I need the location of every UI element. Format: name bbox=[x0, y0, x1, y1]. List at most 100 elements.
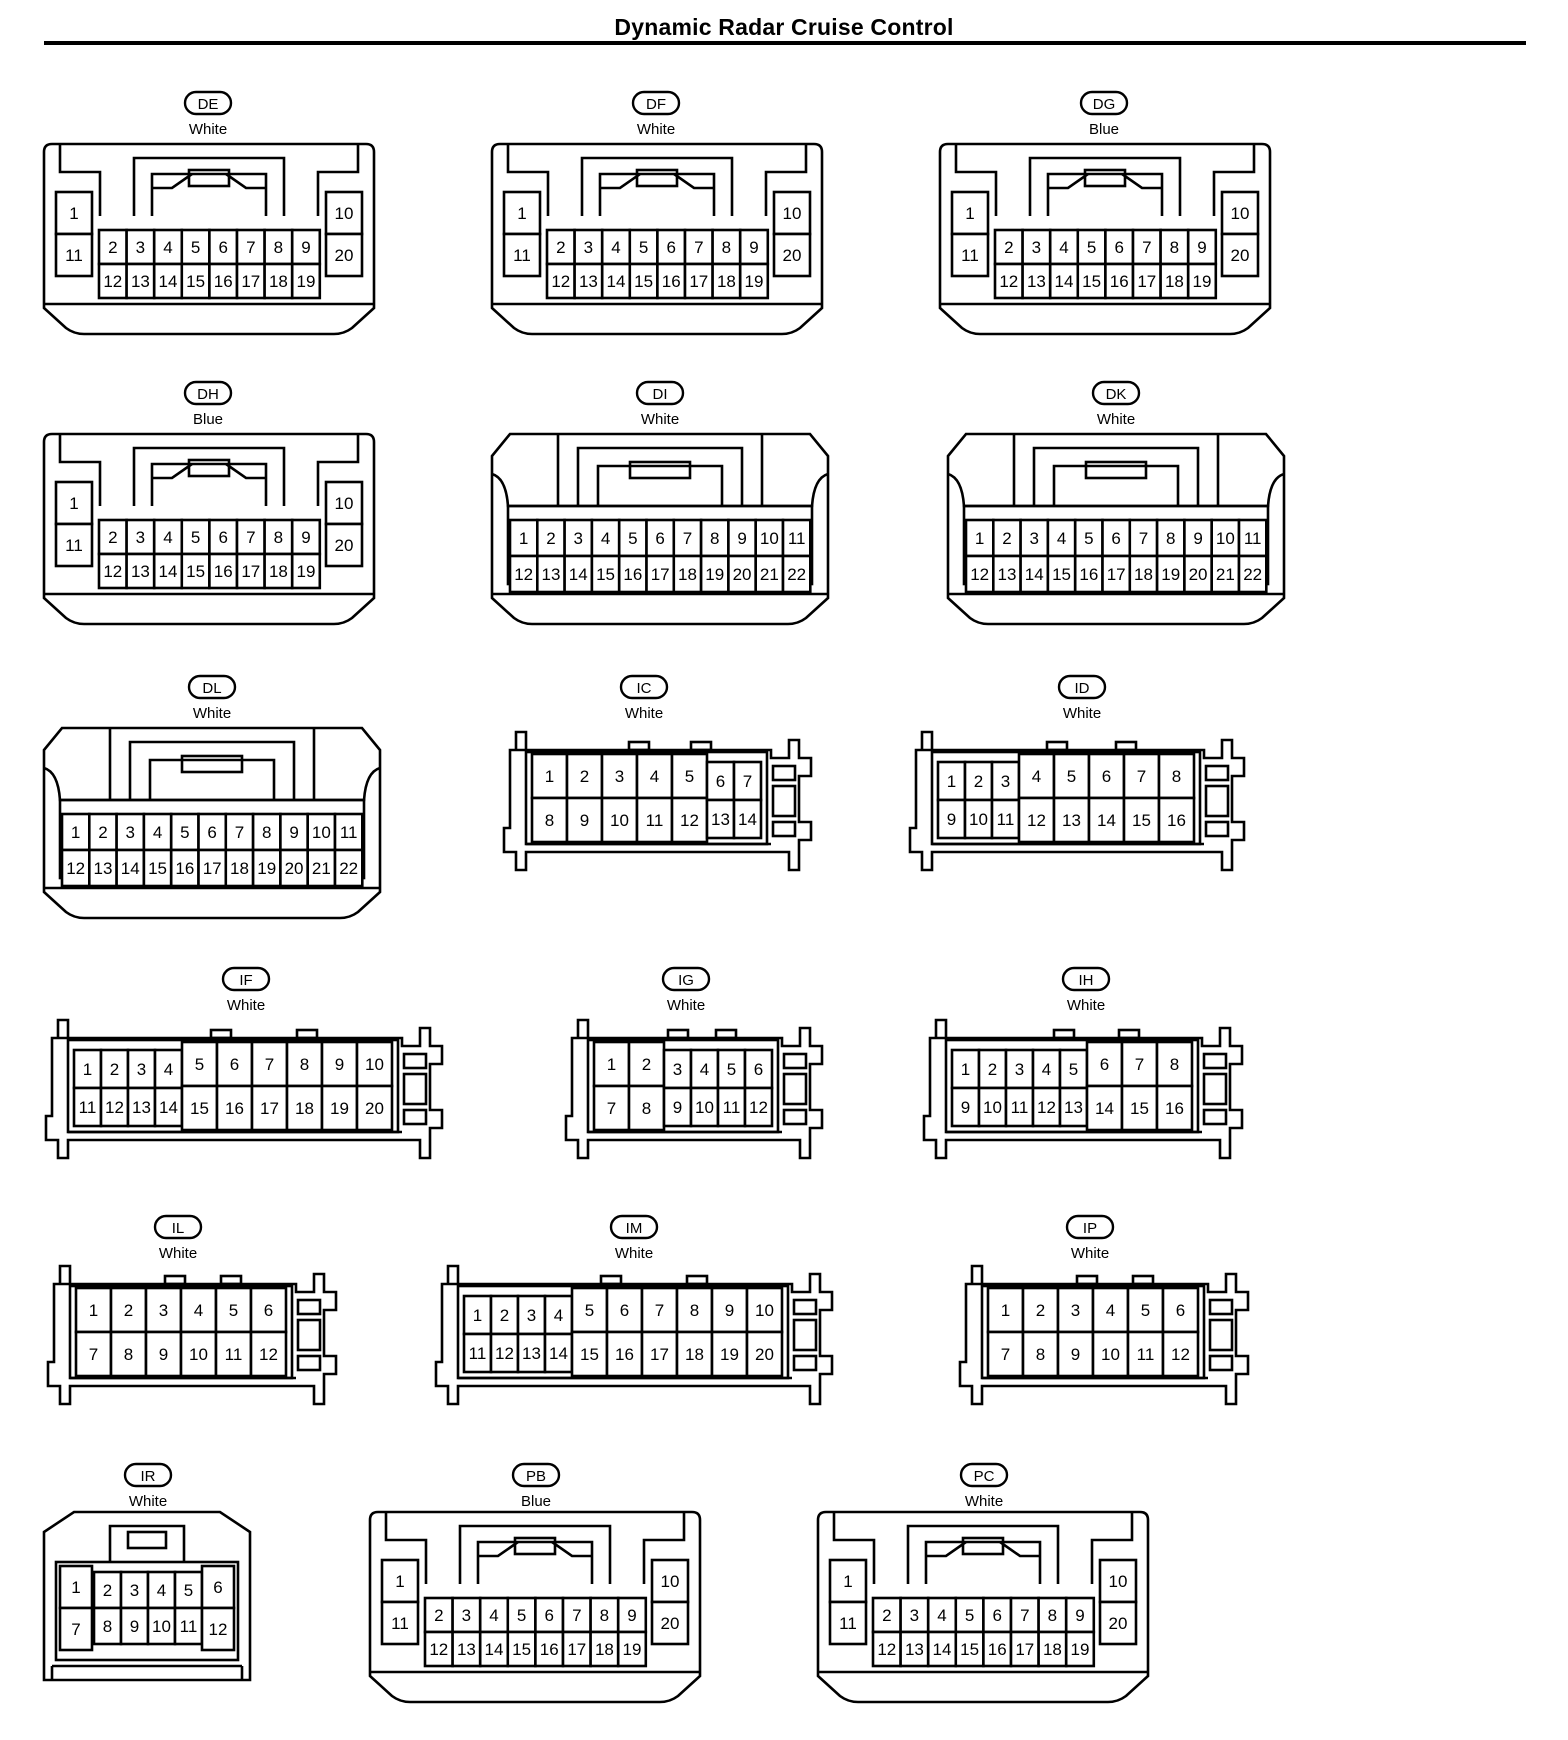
pin-number: 12 bbox=[105, 1098, 124, 1117]
housing-guide bbox=[556, 434, 764, 506]
pin-cavity bbox=[478, 1596, 510, 1634]
pin-cavity bbox=[982, 1630, 1013, 1668]
pin-number: 6 bbox=[716, 772, 725, 791]
pin-number: 8 bbox=[1036, 1345, 1045, 1364]
pin-number: 13 bbox=[1027, 272, 1046, 291]
pin-number: 1 bbox=[961, 1060, 970, 1079]
pin-number: 5 bbox=[1084, 529, 1093, 548]
connector-color: White bbox=[641, 411, 679, 428]
pin-cavity bbox=[986, 1330, 1025, 1378]
lock-tab bbox=[126, 1530, 168, 1550]
pin-cavity bbox=[990, 760, 1021, 802]
connector-color: White bbox=[615, 1245, 653, 1262]
housing-tab bbox=[934, 1018, 948, 1038]
pin-number: 6 bbox=[264, 1301, 273, 1320]
pin-number: 9 bbox=[130, 1617, 139, 1636]
pin-block bbox=[980, 1284, 1206, 1380]
pin-number: 11 bbox=[839, 1614, 857, 1633]
pin-number: 1 bbox=[843, 1572, 852, 1591]
pin-number: 10 bbox=[152, 1617, 171, 1636]
pin-number: 19 bbox=[1161, 565, 1180, 584]
pin-number: 4 bbox=[650, 767, 659, 786]
connector-code-badge bbox=[1091, 380, 1141, 406]
pin-cavity bbox=[1021, 1330, 1060, 1378]
lock-tab bbox=[1052, 1028, 1076, 1040]
pin-number: 20 bbox=[335, 246, 354, 265]
pin-number: 12 bbox=[1171, 1345, 1190, 1364]
lock-guide bbox=[58, 434, 102, 506]
pin-block bbox=[456, 1284, 790, 1380]
pin-number: 7 bbox=[1137, 767, 1146, 786]
pin-number: 14 bbox=[121, 859, 140, 878]
latch-frame bbox=[1046, 172, 1164, 216]
pin-number: 19 bbox=[330, 1099, 349, 1118]
pin-number: 5 bbox=[639, 238, 648, 257]
lock-tab bbox=[295, 1028, 319, 1040]
pin-number: 15 bbox=[634, 272, 653, 291]
pin-number: 6 bbox=[655, 529, 664, 548]
lock-tab bbox=[714, 1028, 738, 1040]
pin-number: 11 bbox=[79, 1098, 97, 1117]
pin-cavity bbox=[1004, 1086, 1035, 1128]
pin-number: 17 bbox=[1107, 565, 1126, 584]
pin-number: 22 bbox=[1243, 565, 1262, 584]
connector-color: White bbox=[129, 1493, 167, 1510]
pin-number: 4 bbox=[194, 1301, 203, 1320]
latch-frame bbox=[1032, 446, 1200, 506]
pin-number: 3 bbox=[126, 823, 135, 842]
pin-number: 17 bbox=[650, 1345, 669, 1364]
pin-cavity bbox=[772, 190, 812, 236]
pin-number: 9 bbox=[289, 823, 298, 842]
pin-cavity bbox=[1126, 1286, 1165, 1334]
pin-number: 20 bbox=[661, 1614, 680, 1633]
pin-cavity bbox=[250, 1040, 289, 1088]
pin-number: 14 bbox=[159, 1098, 178, 1117]
pin-cavity bbox=[1131, 262, 1162, 300]
connector-code: DE bbox=[198, 96, 219, 113]
pin-number: 3 bbox=[615, 767, 624, 786]
pin-number: 8 bbox=[600, 1606, 609, 1625]
pin-number: 17 bbox=[1137, 272, 1156, 291]
pin-number: 4 bbox=[1059, 238, 1068, 257]
pin-number: 12 bbox=[209, 1620, 228, 1639]
pin-number: 1 bbox=[517, 204, 526, 223]
pin-number: 6 bbox=[1176, 1301, 1185, 1320]
pin-cavity bbox=[320, 1084, 359, 1132]
pin-cavity bbox=[743, 1086, 774, 1128]
housing-guide bbox=[108, 728, 316, 800]
side-slot bbox=[402, 1072, 428, 1106]
pin-number: 1 bbox=[69, 204, 78, 223]
pin-number: 14 bbox=[738, 810, 757, 829]
pin-number: 1 bbox=[545, 767, 554, 786]
pin-cavity bbox=[675, 1330, 714, 1378]
pin-cavity bbox=[1073, 554, 1104, 594]
connector-color: White bbox=[1063, 705, 1101, 722]
pin-number: 8 bbox=[103, 1617, 112, 1636]
pin-number: 10 bbox=[969, 810, 988, 829]
pin-block bbox=[66, 1038, 400, 1134]
pin-cavity bbox=[502, 232, 542, 278]
pin-number: 3 bbox=[1071, 1301, 1080, 1320]
pin-number: 2 bbox=[434, 1606, 443, 1625]
pin-number: 8 bbox=[124, 1345, 133, 1364]
pin-cavity bbox=[993, 262, 1024, 300]
side-slot bbox=[1208, 1354, 1234, 1372]
pin-number: 11 bbox=[65, 246, 83, 265]
pin-number: 20 bbox=[733, 565, 752, 584]
pin-number: 10 bbox=[1101, 1345, 1120, 1364]
pin-cavity bbox=[58, 1564, 94, 1610]
pin-number: 7 bbox=[607, 1099, 616, 1118]
housing-tab bbox=[970, 1264, 984, 1284]
pin-number: 19 bbox=[705, 565, 724, 584]
lock-tab bbox=[513, 1536, 557, 1556]
lock-tab bbox=[961, 1536, 1005, 1556]
pin-number: 11 bbox=[961, 246, 979, 265]
latch-frame bbox=[476, 1540, 594, 1584]
pin-number: 5 bbox=[727, 1060, 736, 1079]
side-slot bbox=[296, 1298, 322, 1316]
pin-cavity bbox=[489, 1294, 520, 1336]
